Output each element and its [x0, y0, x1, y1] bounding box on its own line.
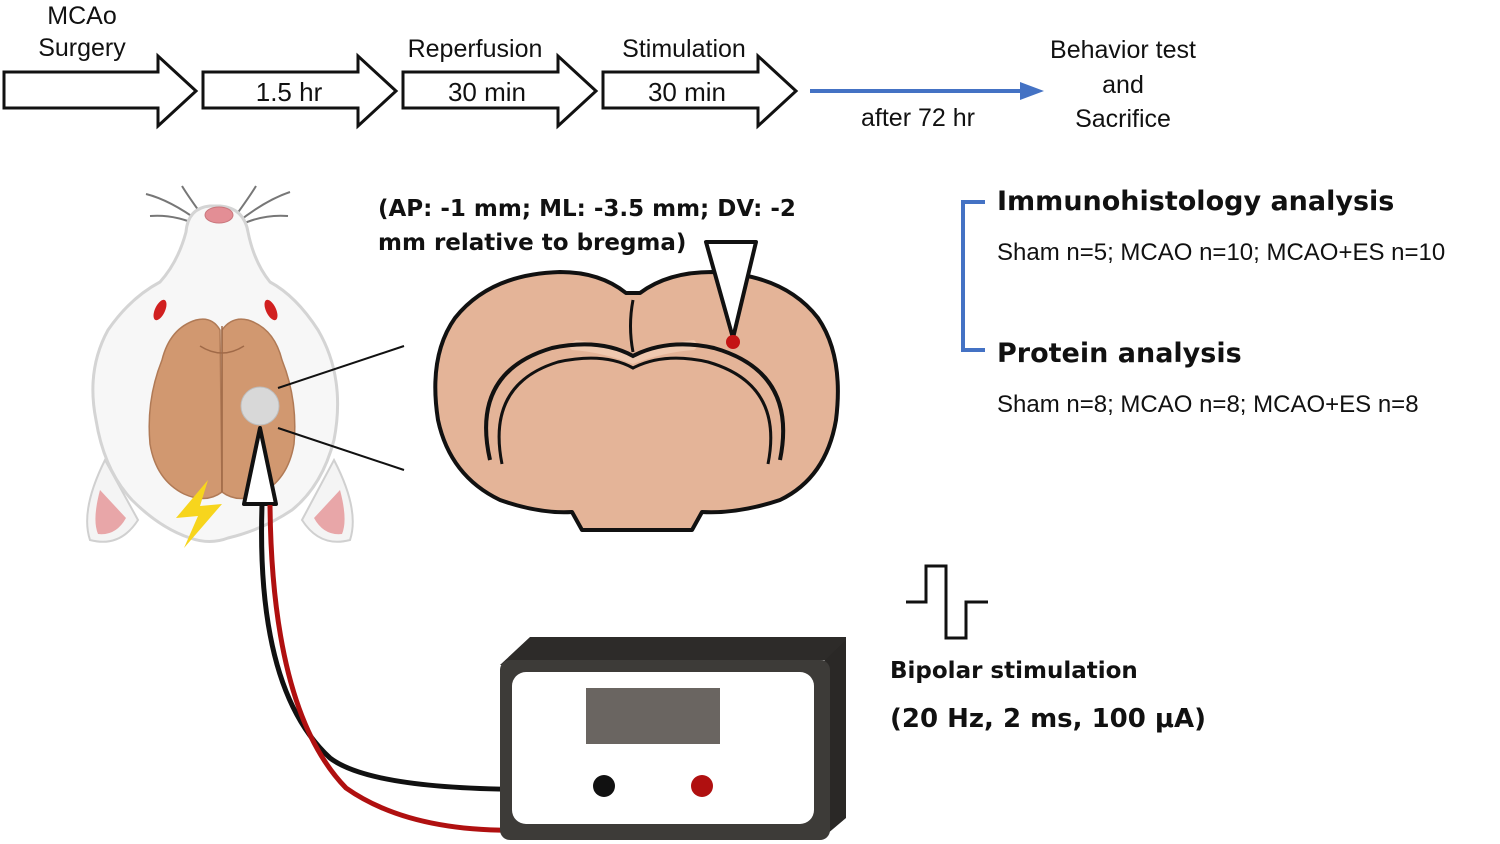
arrow-stimulation — [601, 52, 799, 130]
wait-label: after 72 hr — [861, 104, 975, 132]
right-ear-inner — [314, 490, 345, 535]
coordinates-line1: (AP: -1 mm; ML: -3.5 mm; DV: -2 — [378, 196, 796, 222]
arrow-mcao-surgery — [2, 52, 199, 130]
rat-brain-fissure — [199, 326, 245, 492]
electrode-icon — [242, 426, 278, 506]
black-wire — [259, 504, 605, 792]
target-dot — [726, 335, 740, 349]
rat-nose — [204, 206, 234, 224]
left-ear-inner — [95, 490, 126, 535]
step3-label: Reperfusion — [408, 35, 543, 63]
device-top-face — [500, 637, 846, 665]
bipolar-waveform-icon — [906, 564, 988, 640]
zoom-line-bottom — [277, 427, 405, 471]
arrow-reperfusion — [401, 52, 599, 130]
rat-brain-left-hemisphere — [148, 318, 223, 500]
lightning-bolt-icon — [176, 480, 222, 548]
black-terminal — [593, 775, 615, 797]
corpus-callosum-arc-outer — [484, 342, 786, 461]
end-line2: and — [1102, 71, 1144, 99]
coordinates-line2: mm relative to bregma) — [378, 230, 686, 256]
right-eye — [264, 299, 278, 321]
step1-label-line1: MCAo — [47, 2, 116, 30]
corpus-callosum-arc-inner — [497, 356, 773, 465]
stimulator-device — [500, 637, 846, 840]
immuno-groups: Sham n=5; MCAO n=10; MCAO+ES n=10 — [997, 239, 1445, 266]
zoom-line-top — [277, 345, 405, 389]
stimulation-params: (20 Hz, 2 ms, 100 μA) — [890, 704, 1206, 734]
left-eye — [153, 299, 167, 321]
wait-arrow-head — [1020, 82, 1044, 100]
arrow-duration-1-5hr — [201, 52, 399, 130]
stimulation-label: Bipolar stimulation — [890, 658, 1138, 684]
step3-text: 30 min — [448, 77, 526, 107]
red-terminal — [691, 775, 713, 797]
protein-title: Protein analysis — [997, 338, 1242, 369]
analysis-bracket — [961, 200, 985, 352]
brain-midline — [629, 299, 635, 353]
end-line1: Behavior test — [1050, 36, 1196, 64]
step4-text: 30 min — [648, 77, 726, 107]
step4-label: Stimulation — [622, 35, 746, 63]
section-electrode-icon — [704, 240, 758, 340]
device-screen — [586, 688, 720, 744]
step1-label-line2: Surgery — [38, 34, 126, 62]
analysis-groups: Immunohistology analysis Sham n=5; MCAO … — [961, 186, 1445, 418]
coronal-brain-section — [433, 240, 840, 532]
immuno-title: Immunohistology analysis — [997, 186, 1394, 217]
step2-text: 1.5 hr — [256, 77, 323, 107]
protein-groups: Sham n=8; MCAO n=8; MCAO+ES n=8 — [997, 391, 1419, 418]
end-line3: Sacrifice — [1075, 105, 1171, 133]
timeline: MCAo Surgery 1.5 hr Reperfusion 30 min S… — [2, 2, 1196, 133]
rat-illustration — [86, 185, 354, 548]
stimulation-site — [240, 386, 280, 426]
